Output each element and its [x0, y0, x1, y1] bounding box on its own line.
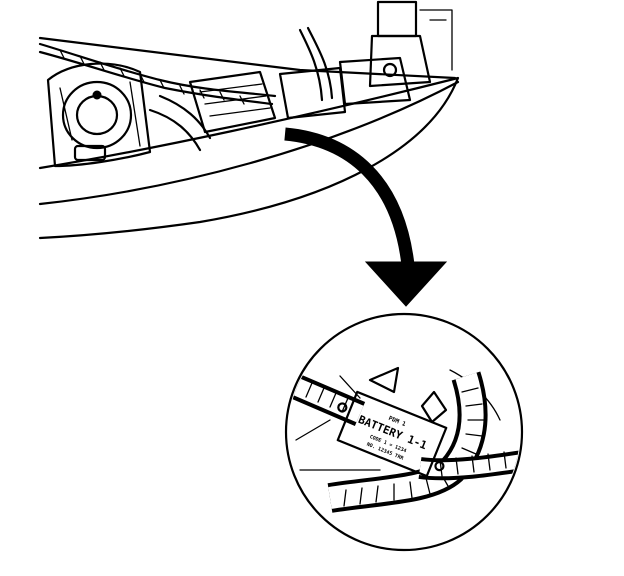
fender-bracket — [338, 0, 453, 106]
arrow-head — [364, 261, 448, 307]
fender-top-edge — [38, 36, 457, 80]
center-harness — [298, 26, 334, 102]
relay-block — [148, 70, 277, 152]
headlamp-housing — [46, 62, 152, 168]
fender-lower-contour — [38, 76, 460, 240]
fender-inner-line — [38, 80, 460, 206]
engine-compartment-view — [38, 0, 460, 240]
callout-arrow — [284, 127, 448, 307]
detail-magnified-view: PDM 1 BATTERY 1-1 CODE 1 = 1234 NO. 1234… — [284, 312, 524, 552]
arrow-shaft — [284, 127, 415, 266]
